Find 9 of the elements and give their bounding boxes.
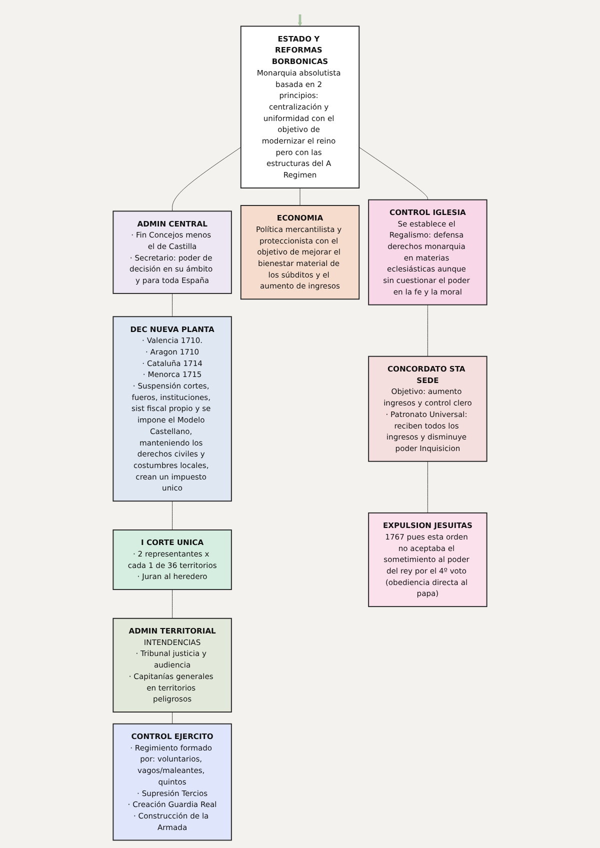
connector	[358, 147, 428, 200]
connector	[172, 712, 173, 724]
connector	[427, 461, 428, 514]
connector	[172, 293, 173, 317]
connector	[172, 500, 173, 530]
connector	[172, 589, 173, 619]
connector	[172, 147, 242, 212]
arrow	[298, 14, 302, 26]
connector	[427, 304, 428, 357]
